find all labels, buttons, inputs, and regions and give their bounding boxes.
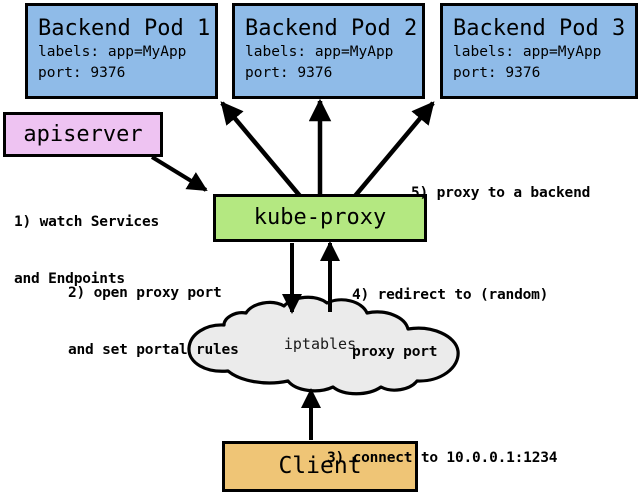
apiserver-box[interactable]: apiserver [3, 112, 163, 157]
kube-proxy-label: kube-proxy [253, 205, 387, 230]
backend-pod-1-title: Backend Pod 1 [38, 16, 211, 41]
iptables-cloud [187, 295, 460, 396]
step-4-line-2: proxy port [352, 344, 438, 360]
backend-pod-2-port: port: 9376 [245, 65, 333, 81]
step-2-label: 2) open proxy port and set portal rules [68, 246, 239, 379]
backend-pod-2-box[interactable]: Backend Pod 2 labels: app=MyApp port: 93… [232, 3, 425, 99]
backend-pod-3-labels: labels: app=MyApp [453, 44, 602, 60]
step-2-line-2: and set portal rules [68, 342, 239, 358]
step-4-line-1: 4) redirect to (random) [352, 287, 549, 303]
step-5-line-1: 5) proxy to a backend [411, 185, 591, 201]
kube-proxy-box[interactable]: kube-proxy [213, 194, 427, 242]
step-1-line-1: 1) watch Services [14, 214, 160, 230]
step-1-line-2: and Endpoints [14, 271, 125, 287]
backend-pod-1-port: port: 9376 [38, 65, 126, 81]
step-3-label: 3) connect to 10.0.0.1:1234 [327, 411, 558, 487]
backend-pod-2-title: Backend Pod 2 [245, 16, 418, 41]
arrow-kube-proxy-to-pod3 [353, 101, 435, 198]
backend-pod-2-labels: labels: app=MyApp [245, 44, 394, 60]
step-2-line-1: 2) open proxy port [68, 285, 222, 301]
step-1-label: 1) watch Services and Endpoints [14, 175, 159, 308]
iptables-label: iptables [283, 335, 357, 353]
client-box[interactable]: Client [222, 441, 418, 492]
backend-pod-3-title: Backend Pod 3 [453, 16, 626, 41]
backend-pod-3-box[interactable]: Backend Pod 3 labels: app=MyApp port: 93… [440, 3, 638, 99]
arrow-apiserver-to-kube-proxy [150, 155, 208, 192]
client-label: Client [278, 453, 362, 479]
backend-pod-1-labels: labels: app=MyApp [38, 44, 187, 60]
step-3-line-1: 3) connect to 10.0.0.1:1234 [327, 450, 558, 466]
apiserver-label: apiserver [23, 121, 143, 147]
backend-pod-3-port: port: 9376 [453, 65, 541, 81]
step-5-label: 5) proxy to a backend [411, 146, 590, 222]
step-4-label: 4) redirect to (random) proxy port [352, 248, 548, 381]
backend-pod-1-box[interactable]: Backend Pod 1 labels: app=MyApp port: 93… [25, 3, 218, 99]
arrow-kube-proxy-to-pod1 [220, 101, 302, 198]
